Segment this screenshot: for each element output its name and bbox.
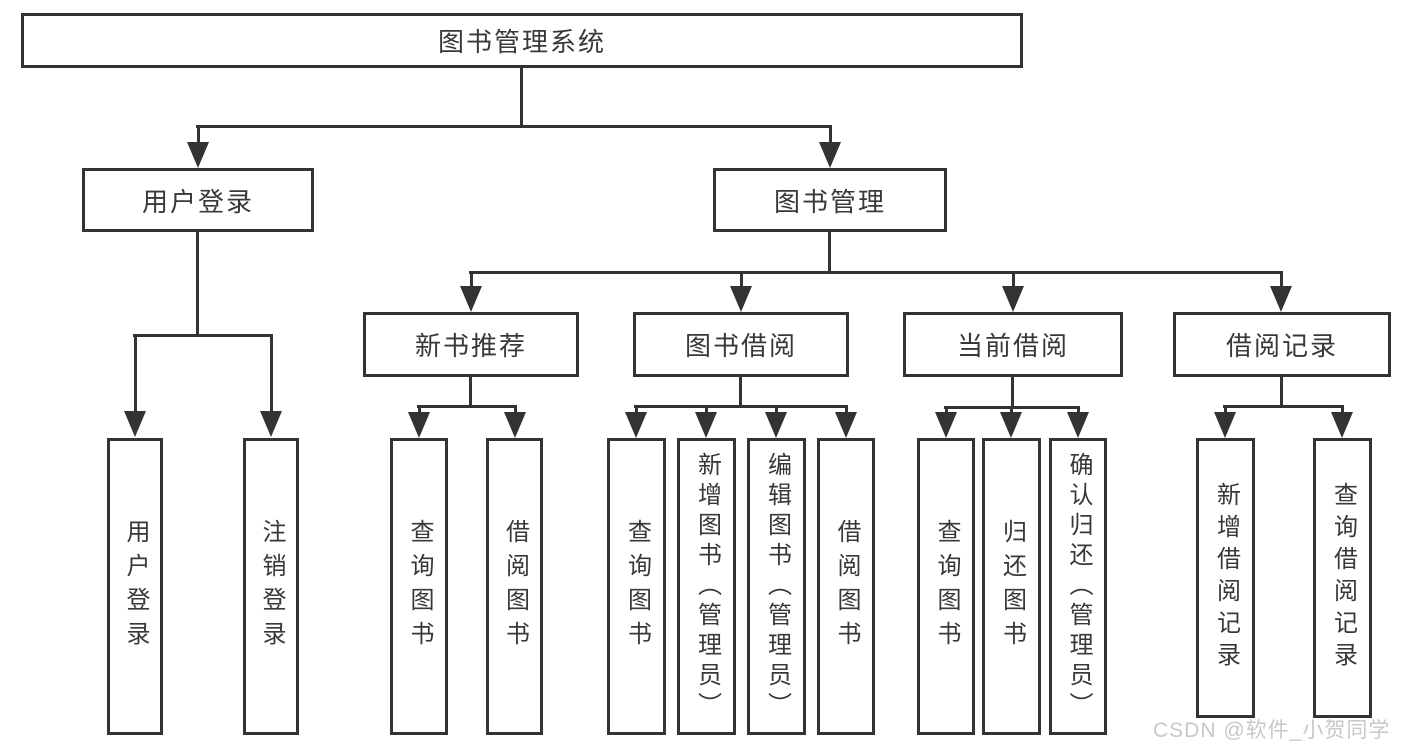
leaf-label: 查询借阅记录	[1329, 482, 1357, 674]
arrow-down	[935, 406, 957, 438]
leaf-confirm-return-admin: 确认归还（管理员）	[1049, 438, 1107, 735]
arrow-down	[819, 125, 841, 168]
node-label: 用户登录	[141, 186, 254, 217]
leaf-add-borrow-record: 新增借阅记录	[1196, 438, 1255, 718]
arrow-down	[1270, 271, 1292, 312]
node-user-login: 用户登录	[82, 168, 314, 232]
leaf-query-borrow-record: 查询借阅记录	[1313, 438, 1372, 718]
edge-horizontal-login	[133, 334, 273, 337]
arrow-down	[1331, 405, 1353, 438]
leaf-label: 编辑图书（管理员）	[763, 451, 791, 722]
leaf-query-books-recommend: 查询图书	[390, 438, 448, 735]
node-label: 图书借阅	[684, 331, 797, 361]
leaf-label: 注销登录	[258, 518, 285, 655]
node-label: 图书管理	[773, 186, 886, 217]
leaf-logout: 注销登录	[243, 438, 299, 735]
leaf-label: 新增图书（管理员）	[693, 451, 721, 722]
leaf-label: 用户登录	[122, 518, 149, 655]
leaf-borrow-books-recommend: 借阅图书	[486, 438, 543, 735]
edge-vertical-borrow	[739, 376, 742, 408]
edge-horizontal-borrow	[634, 405, 848, 408]
arrow-down	[730, 271, 752, 312]
leaf-return-books: 归还图书	[982, 438, 1041, 735]
leaf-label: 查询图书	[933, 518, 960, 655]
arrow-down	[1000, 406, 1022, 438]
arrow-down	[1067, 406, 1089, 438]
leaf-label: 归还图书	[998, 518, 1026, 655]
arrow-down	[625, 405, 647, 438]
leaf-user-login: 用户登录	[107, 438, 163, 735]
arrow-down	[187, 125, 209, 168]
edge-horizontal-rec	[417, 405, 517, 408]
arrow-down	[260, 334, 282, 437]
edge-horizontal-level3	[469, 271, 1283, 274]
node-book-management: 图书管理	[713, 168, 947, 232]
node-library-system: 图书管理系统	[21, 13, 1023, 68]
arrow-down	[124, 334, 146, 437]
edge-vertical-current	[1011, 376, 1014, 409]
node-label: 当前借阅	[956, 331, 1069, 361]
edge-horizontal-records	[1223, 405, 1344, 408]
leaf-label: 借阅图书	[501, 518, 529, 655]
leaf-label: 借阅图书	[833, 518, 860, 655]
node-book-borrowing: 图书借阅	[633, 312, 849, 377]
leaf-label: 新增借阅记录	[1212, 482, 1240, 674]
arrow-down	[695, 405, 717, 438]
leaf-borrow-books: 借阅图书	[817, 438, 875, 735]
watermark: CSDN @软件_小贺同学	[1153, 719, 1391, 742]
arrow-down	[1214, 405, 1236, 438]
node-label: 图书管理系统	[437, 27, 606, 57]
node-new-book-recommend: 新书推荐	[363, 312, 579, 377]
arrow-down	[408, 405, 430, 438]
edge-vertical-mgmt	[828, 231, 831, 274]
node-label: 新书推荐	[414, 331, 527, 361]
leaf-query-books-borrowing: 查询图书	[607, 438, 666, 735]
arrow-down	[835, 405, 857, 438]
arrow-down	[1002, 271, 1024, 312]
leaf-query-books-current: 查询图书	[917, 438, 975, 735]
leaf-edit-books-admin: 编辑图书（管理员）	[747, 438, 806, 735]
arrow-down	[765, 405, 787, 438]
edge-vertical-root	[520, 68, 523, 128]
node-borrow-records: 借阅记录	[1173, 312, 1391, 377]
node-label: 借阅记录	[1225, 331, 1338, 361]
leaf-label: 确认归还（管理员）	[1065, 451, 1092, 722]
leaf-label: 查询图书	[406, 518, 433, 655]
edge-vertical-rec	[469, 376, 472, 408]
node-current-borrowing: 当前借阅	[903, 312, 1123, 377]
leaf-add-books-admin: 新增图书（管理员）	[677, 438, 736, 735]
leaf-label: 查询图书	[623, 518, 651, 655]
edge-vertical-records	[1280, 376, 1283, 408]
edge-vertical-login	[196, 231, 199, 337]
edge-horizontal-level1	[196, 125, 832, 128]
arrow-down	[504, 405, 526, 438]
arrow-down	[460, 271, 482, 312]
